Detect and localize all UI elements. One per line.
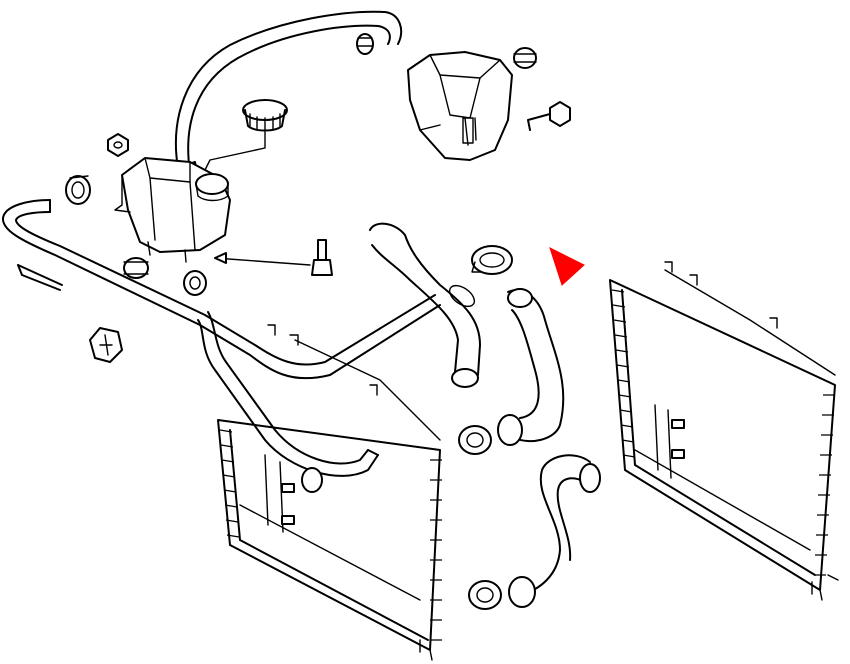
lower-radiator-hose [497, 288, 565, 446]
hose-clamp-small [183, 270, 207, 296]
radiator-right-fins [611, 289, 835, 576]
grommet [123, 257, 149, 279]
upper-radiator-hose [369, 222, 481, 388]
bolt [527, 101, 571, 131]
red-triangle-pointer-icon [549, 247, 585, 286]
thermostat-housing [407, 51, 513, 161]
radiator-left [217, 324, 442, 661]
hose-clamp-left [65, 175, 91, 205]
mounting-bracket [89, 327, 123, 363]
hose-clamp-upper [471, 245, 513, 275]
return-pipe [2, 199, 441, 380]
hose-clamp-middle [458, 425, 492, 455]
radiator-cap [204, 99, 288, 171]
bottom-hose [508, 454, 601, 608]
vent-hose-lower [197, 311, 379, 477]
hose-clamp-bottom [468, 580, 502, 610]
radiator-left-fins [219, 429, 442, 641]
temperature-sensor [214, 239, 333, 276]
rubber-bushing [356, 33, 374, 55]
hex-nut [107, 133, 129, 157]
short-pipe [17, 264, 63, 291]
expansion-tank [114, 157, 231, 263]
grommet-upper [513, 47, 537, 69]
radiator-right [609, 261, 839, 601]
